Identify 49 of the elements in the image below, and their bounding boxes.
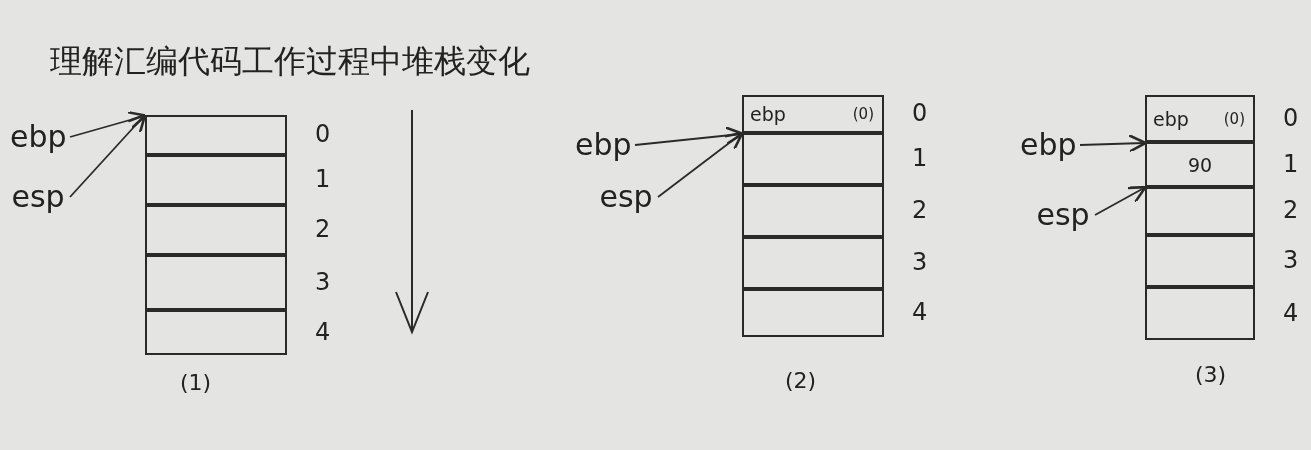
stack-slot [145, 115, 287, 155]
slot-index: 4 [315, 317, 331, 346]
figure-caption: (1) [180, 370, 212, 395]
slot-index: 0 [315, 120, 331, 148]
slot-index: 1 [1283, 149, 1299, 178]
slot-value: (0) [1223, 109, 1245, 128]
arrow [1079, 134, 1147, 153]
slot-index: 2 [315, 215, 331, 243]
stack-slot [1145, 142, 1255, 187]
slot-index: 4 [912, 298, 928, 326]
slot-index: 0 [1283, 103, 1299, 132]
arrow [1094, 185, 1147, 216]
stack-slot [1145, 187, 1255, 235]
stack-slot [742, 289, 884, 337]
stack-slot [742, 237, 884, 289]
arrow [657, 131, 744, 198]
slot-value: (0) [852, 105, 874, 123]
pointer-label: ebp [10, 120, 66, 154]
stack-slot [742, 185, 884, 237]
slot-index: 1 [912, 144, 928, 172]
slot-value: 90 [1187, 153, 1213, 176]
pointer-label: ebp [1020, 128, 1076, 162]
stack-slot [145, 155, 287, 205]
stack-slot [145, 205, 287, 255]
slot-index: 0 [912, 99, 928, 127]
slot-index: 2 [912, 196, 928, 224]
stack-slot [1145, 287, 1255, 340]
slot-index: 3 [912, 248, 928, 276]
stack-slot [1145, 95, 1255, 142]
slot-value: ebp [750, 103, 786, 125]
stack-slot [1145, 235, 1255, 287]
figure-caption: (3) [1195, 362, 1227, 387]
slot-index: 3 [315, 267, 331, 296]
pointer-label: ebp [575, 128, 631, 162]
stack-slot [742, 95, 884, 133]
pointer-label: esp [1035, 198, 1091, 232]
slot-index: 3 [1283, 246, 1299, 274]
slot-index: 2 [1283, 196, 1299, 224]
figure-caption: (2) [785, 368, 817, 393]
stack-slot [742, 133, 884, 185]
title: 理解汇编代码工作过程中堆栈变化 [50, 41, 530, 82]
pointer-label: esp [598, 180, 654, 214]
slot-index: 1 [315, 165, 331, 193]
stack-slot [145, 255, 287, 310]
arrow [69, 113, 147, 198]
slot-index: 4 [1283, 298, 1299, 327]
pointer-label: esp [10, 180, 66, 214]
stack-slot [145, 310, 287, 355]
slot-value: ebp [1153, 107, 1189, 130]
